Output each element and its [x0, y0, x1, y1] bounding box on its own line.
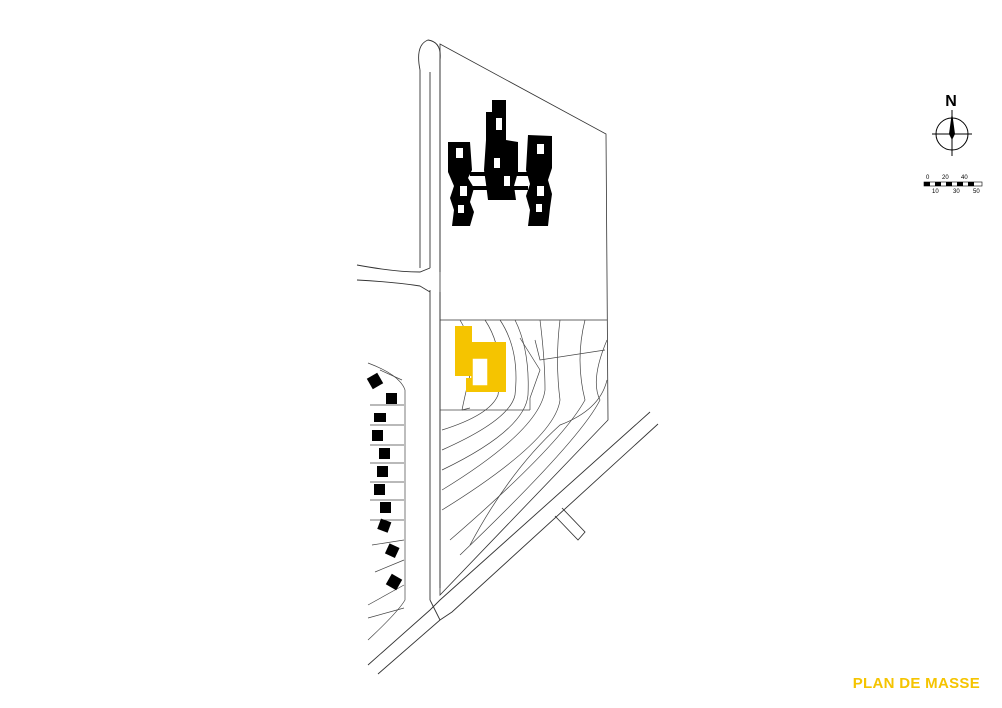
scale-bar: 0 20 40 10 30 50 — [923, 175, 983, 195]
diagonal-road — [367, 411, 659, 675]
scale-label-0: 0 — [926, 175, 930, 181]
scale-label-50: 50 — [973, 189, 980, 195]
west-plot-lines — [367, 362, 406, 641]
existing-building-complex — [448, 100, 552, 226]
plan-title: PLAN DE MASSE — [852, 675, 980, 692]
west-houses — [366, 372, 403, 591]
scale-label-20: 20 — [942, 175, 949, 181]
site-boundary — [439, 43, 609, 596]
north-arrow-icon — [949, 112, 955, 140]
contour-lines — [440, 319, 608, 556]
scale-label-30: 30 — [953, 189, 960, 195]
building-courtyards — [456, 118, 544, 213]
north-label: N — [945, 93, 957, 110]
main-road — [418, 39, 441, 600]
scale-label-40: 40 — [961, 175, 968, 181]
proposed-building — [455, 326, 506, 392]
west-branch-road — [356, 264, 431, 293]
north-arrow: N — [932, 93, 972, 156]
scale-label-10: 10 — [932, 189, 939, 195]
